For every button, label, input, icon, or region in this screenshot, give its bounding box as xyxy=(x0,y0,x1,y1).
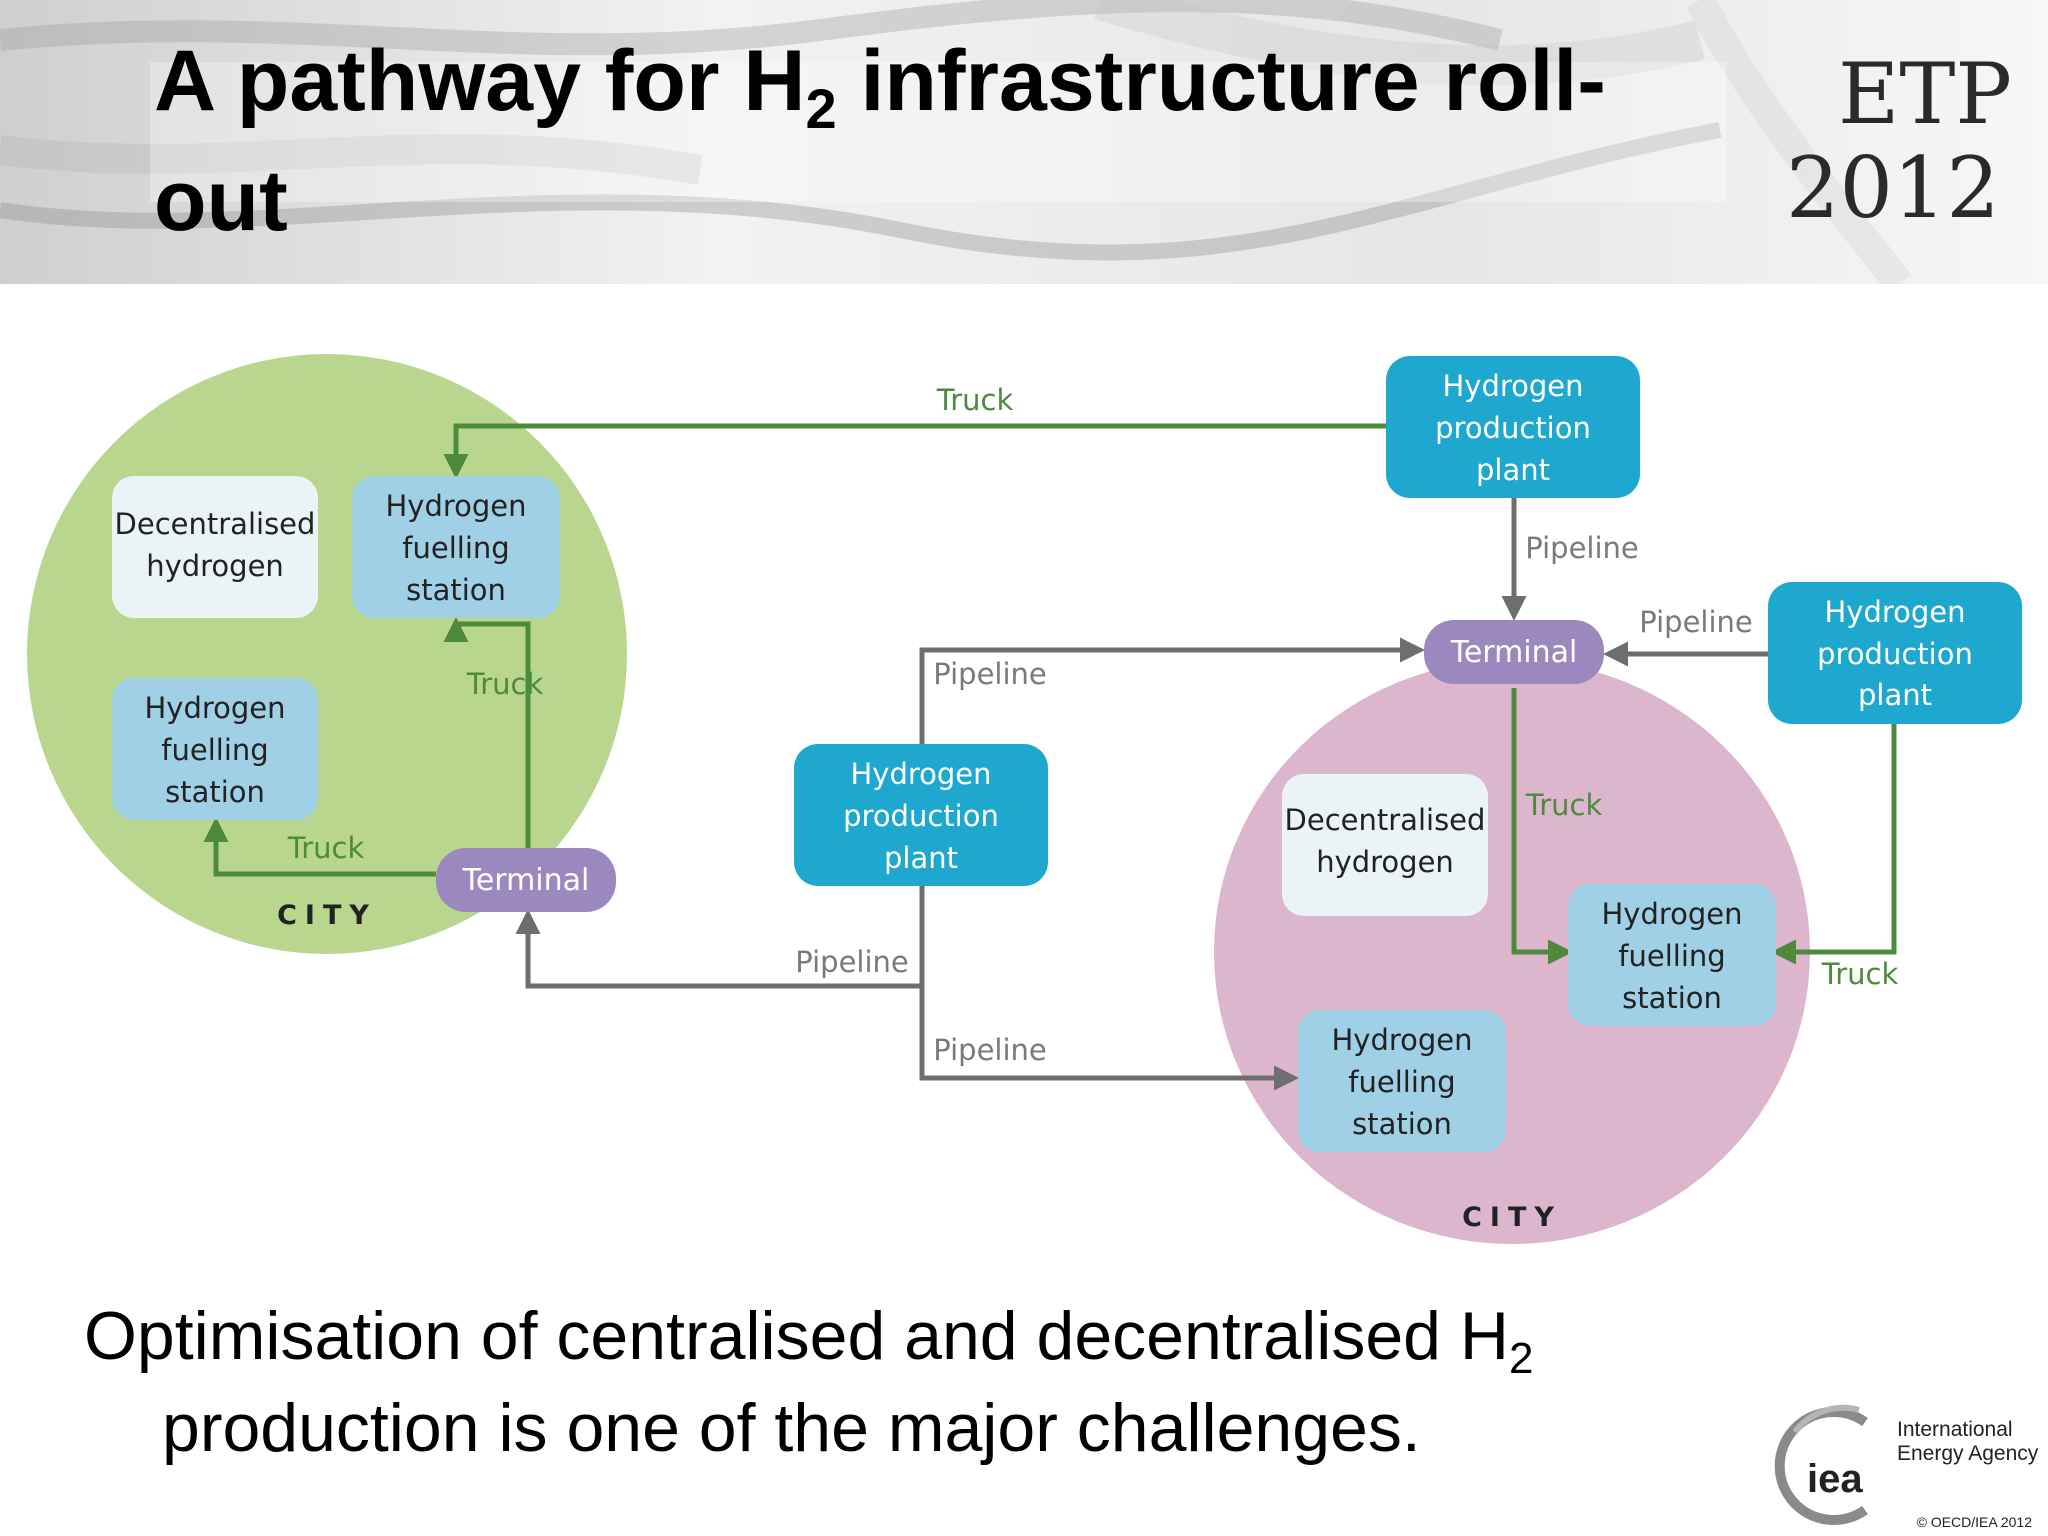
fuelling-station-right-lower: Hydrogen fuelling station xyxy=(1298,1010,1506,1152)
decentralised-right-line1: Decentralised xyxy=(1285,803,1486,837)
truck-route-terminal-to-lower-station xyxy=(203,817,436,877)
truck-route-plant-to-left-station xyxy=(443,423,1386,479)
terminal-right-label: Terminal xyxy=(1450,635,1578,670)
station-right-upper-line2: fuelling xyxy=(1618,939,1725,973)
iea-logo-swoosh xyxy=(1774,1407,1868,1525)
iea-logo: iea International Energy Agency xyxy=(1774,1404,2039,1525)
production-plant-center: Hydrogen production plant xyxy=(794,744,1048,886)
fuelling-station-left-upper: Hydrogen fuelling station xyxy=(352,476,560,618)
caption-line-2: production is one of the major challenge… xyxy=(162,1390,1421,1466)
terminal-right: Terminal xyxy=(1424,620,1604,684)
label-pipeline-center-down: Pipeline xyxy=(933,1033,1047,1067)
label-truck-top: Truck xyxy=(936,383,1014,417)
infrastructure-diagram: Truck Truck Truck Truck Truck Pipeline P… xyxy=(27,354,2022,1244)
label-truck-right-terminal: Truck xyxy=(1525,788,1603,822)
plant-right-line3: plant xyxy=(1858,678,1932,712)
station-left-lower-line2: fuelling xyxy=(161,733,268,767)
truck-route-right-terminal-to-station xyxy=(1511,688,1573,965)
plant-center-line3: plant xyxy=(884,841,958,875)
title-line-1: A pathway for H2 infrastructure roll- xyxy=(154,33,1606,140)
station-left-upper-line1: Hydrogen xyxy=(385,489,526,523)
label-truck-right-plant: Truck xyxy=(1821,957,1899,991)
terminal-left: Terminal xyxy=(436,848,616,912)
title-line-2: out xyxy=(154,153,288,249)
label-truck-left-horizontal: Truck xyxy=(287,831,365,865)
label-pipeline-right: Pipeline xyxy=(1639,605,1753,639)
label-pipeline-top: Pipeline xyxy=(1525,531,1639,565)
decentralised-hydrogen-left: Decentralised hydrogen xyxy=(112,476,318,618)
decentralised-hydrogen-right: Decentralised hydrogen xyxy=(1282,774,1488,916)
decentralised-left-line2: hydrogen xyxy=(146,549,284,583)
station-left-lower-line3: station xyxy=(165,775,265,809)
plant-top-line2: production xyxy=(1435,411,1591,445)
station-right-upper-line3: station xyxy=(1622,981,1722,1015)
station-right-upper-line1: Hydrogen xyxy=(1601,897,1742,931)
plant-right-line2: production xyxy=(1817,637,1973,671)
plant-top-line3: plant xyxy=(1476,453,1550,487)
city-label-right: CITY xyxy=(1462,1202,1562,1233)
fuelling-station-left-lower: Hydrogen fuelling station xyxy=(112,678,318,820)
iea-logo-line1: International xyxy=(1897,1418,2013,1441)
pipeline-center-plant-to-right-station xyxy=(919,986,1299,1091)
truck-route-right-plant-to-station xyxy=(1771,724,1897,965)
station-left-lower-line1: Hydrogen xyxy=(144,691,285,725)
city-label-left: CITY xyxy=(277,900,377,931)
copyright-notice: © OECD/IEA 2012 xyxy=(1916,1514,2032,1530)
station-right-lower-line1: Hydrogen xyxy=(1331,1023,1472,1057)
terminal-left-label: Terminal xyxy=(462,863,590,898)
label-truck-left-vertical: Truck xyxy=(466,667,544,701)
fuelling-station-right-upper: Hydrogen fuelling station xyxy=(1568,884,1776,1026)
pipeline-center-plant-to-left-terminal xyxy=(515,884,925,989)
decentralised-right-line2: hydrogen xyxy=(1316,845,1454,879)
label-pipeline-center-left: Pipeline xyxy=(795,945,909,979)
plant-top-line1: Hydrogen xyxy=(1442,369,1583,403)
station-left-upper-line3: station xyxy=(406,573,506,607)
station-left-upper-line2: fuelling xyxy=(402,531,509,565)
plant-center-line2: production xyxy=(843,799,999,833)
label-pipeline-center-up: Pipeline xyxy=(933,657,1047,691)
production-plant-right: Hydrogen production plant xyxy=(1768,582,2022,724)
caption: Optimisation of centralised and decentra… xyxy=(84,1290,1684,1474)
truck-route-terminal-to-upper-station xyxy=(443,617,531,868)
station-right-lower-line2: fuelling xyxy=(1348,1065,1455,1099)
caption-line-1: Optimisation of centralised and decentra… xyxy=(84,1298,1534,1383)
header-background xyxy=(0,0,2048,294)
plant-center-line1: Hydrogen xyxy=(850,757,991,791)
plant-right-line1: Hydrogen xyxy=(1824,595,1965,629)
etp-year: 2012 xyxy=(1786,139,2000,237)
pipeline-center-plant-to-terminal xyxy=(919,637,1425,744)
production-plant-top: Hydrogen production plant xyxy=(1386,356,1640,498)
decentralised-left-line1: Decentralised xyxy=(115,507,316,541)
etp-label: ETP xyxy=(1838,45,2012,143)
header: A pathway for H2 infrastructure roll- ou… xyxy=(0,0,2048,294)
station-right-lower-line3: station xyxy=(1352,1107,1452,1141)
iea-logo-mark: iea xyxy=(1807,1457,1863,1501)
iea-logo-line2: Energy Agency xyxy=(1897,1442,2039,1465)
